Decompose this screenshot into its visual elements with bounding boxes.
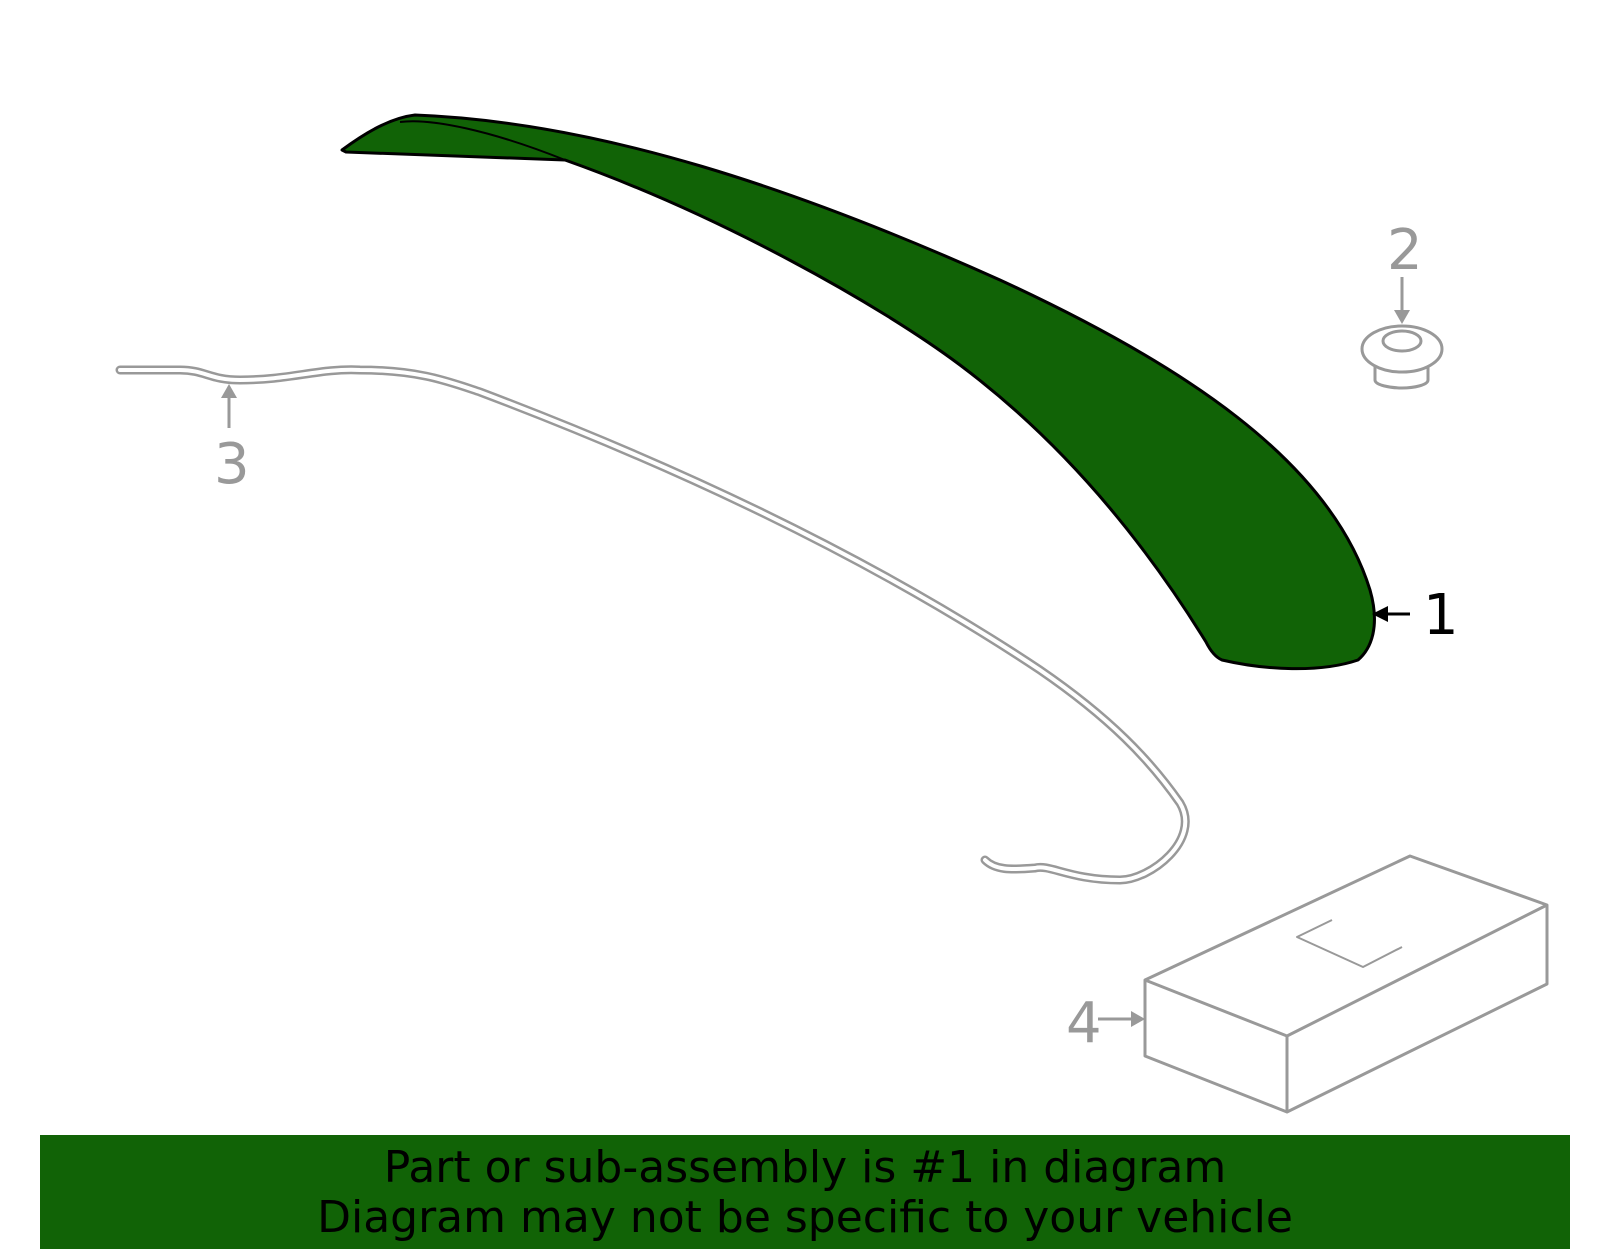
callout-1-label: 1 bbox=[1423, 583, 1459, 648]
callout-4: 4 bbox=[1066, 991, 1145, 1056]
callout-1: 1 bbox=[1372, 583, 1459, 648]
banner-line-2: Diagram may not be specific to your vehi… bbox=[317, 1192, 1293, 1243]
callout-3-label: 3 bbox=[214, 432, 250, 497]
part-4-box bbox=[1143, 854, 1549, 1114]
info-banner: Part or sub-assembly is #1 in diagram Di… bbox=[40, 1135, 1570, 1249]
callout-3: 3 bbox=[214, 384, 250, 497]
callout-2-label: 2 bbox=[1387, 218, 1423, 283]
callout-2: 2 bbox=[1387, 218, 1423, 324]
callout-4-label: 4 bbox=[1066, 991, 1102, 1056]
part-2-clip bbox=[1360, 324, 1444, 390]
banner-line-1: Part or sub-assembly is #1 in diagram bbox=[383, 1142, 1227, 1193]
part-1-spoiler bbox=[340, 113, 1376, 671]
part-3-seal bbox=[115, 365, 1190, 885]
